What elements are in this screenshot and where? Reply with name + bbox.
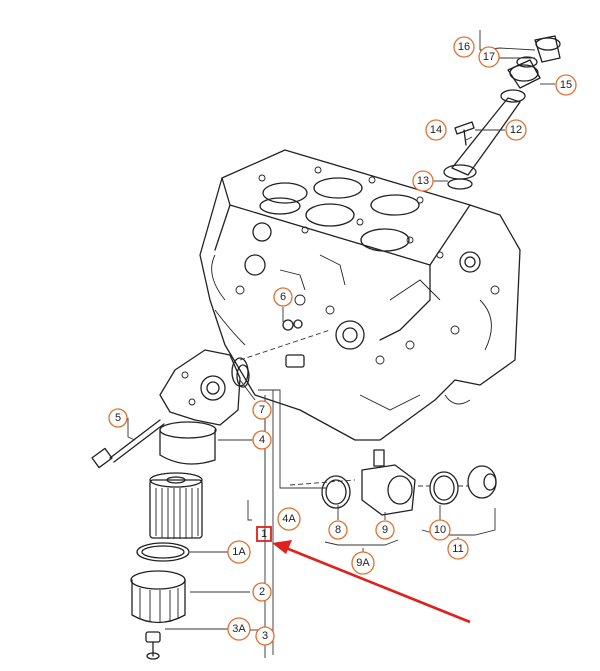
svg-text:3: 3 [262,630,268,642]
highlight-box [256,526,272,542]
svg-text:12: 12 [510,124,522,136]
callout-15: 15 [555,74,577,96]
callout-1: 1 [261,528,267,540]
callout-1A: 1A [227,540,251,564]
svg-text:16: 16 [458,41,470,53]
callout-10: 10 [429,519,451,541]
callout-4A: 4A [277,507,301,531]
engine-block [199,149,521,441]
callout-11: 11 [447,538,469,560]
callout-16: 16 [453,36,475,58]
callout-2: 2 [252,582,272,602]
callout-6: 6 [273,287,293,307]
svg-text:2: 2 [259,586,265,598]
svg-text:9A: 9A [356,557,370,569]
highlight-annotation [256,526,471,624]
oil-cooler-assembly [321,449,497,516]
callouts: 16 17 15 14 12 13 6 5 7 4 4A 1 1A 2 3A 3… [108,36,577,646]
svg-text:10: 10 [434,524,446,536]
callout-5: 5 [108,408,128,428]
callout-9: 9 [375,520,395,540]
svg-text:5: 5 [115,412,121,424]
svg-text:11: 11 [452,543,463,555]
svg-text:15: 15 [560,79,572,91]
svg-text:17: 17 [483,51,495,63]
svg-text:1: 1 [261,528,267,540]
svg-text:6: 6 [280,291,286,303]
callout-12: 12 [505,119,527,141]
dipstick-tube-assembly [443,35,561,190]
svg-text:4A: 4A [282,513,296,525]
callout-8: 8 [328,520,348,540]
leader-lines [127,30,555,658]
svg-text:9: 9 [382,524,388,536]
svg-text:8: 8 [335,524,341,536]
callout-17: 17 [478,46,500,68]
callout-13: 13 [412,170,434,192]
callout-14: 14 [425,119,447,141]
callout-3A: 3A [227,617,251,641]
svg-text:4: 4 [259,434,265,446]
svg-text:14: 14 [430,124,442,136]
callout-4: 4 [252,430,272,450]
highlight-arrow-head [272,540,292,554]
callout-9A: 9A [351,551,375,575]
svg-text:13: 13 [417,175,429,187]
callout-3: 3 [255,626,275,646]
highlight-arrow-shaft [285,546,471,624]
oil-filter-housing-assembly [91,349,250,660]
svg-text:7: 7 [259,404,265,416]
svg-text:3A: 3A [232,623,246,635]
svg-text:1A: 1A [232,546,246,558]
callout-7: 7 [252,400,272,420]
